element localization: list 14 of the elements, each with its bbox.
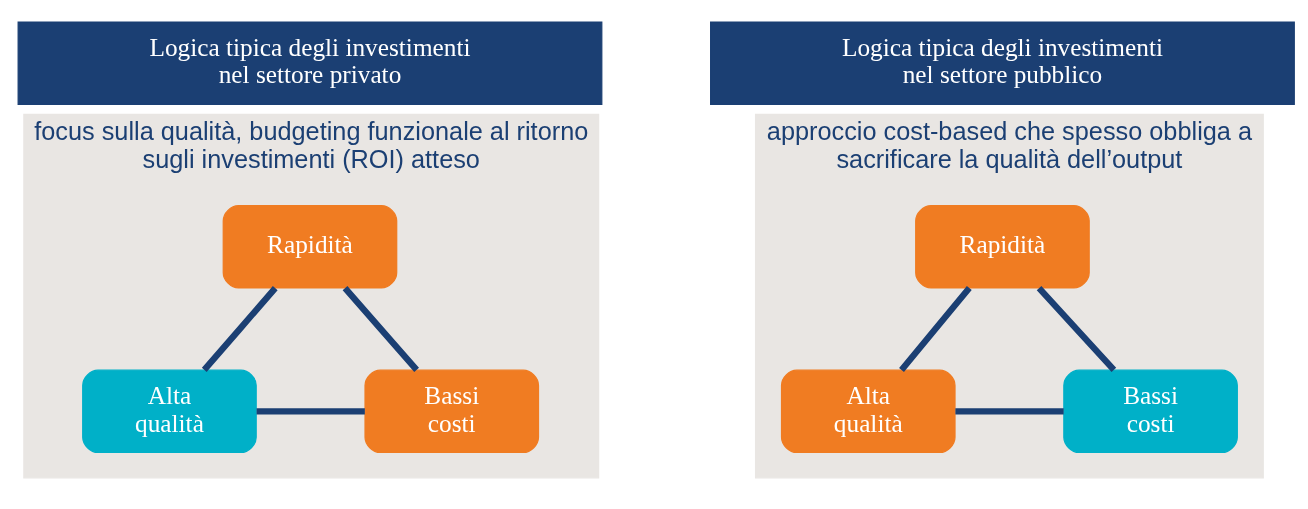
connector (1036, 285, 1117, 372)
node-box: Rapidità (915, 204, 1090, 289)
node-box: Rapidità (222, 204, 398, 289)
connector (899, 285, 972, 372)
connector (955, 407, 1064, 414)
node-box: Bassi costi (364, 369, 540, 453)
node-box: Logica tipica degli investimenti nel settore privato (17, 20, 603, 105)
node-box: Alta qualità (82, 369, 257, 453)
node-box: Alta qualità (780, 369, 956, 453)
connector (342, 285, 419, 372)
node-box: Bassi costi (1063, 369, 1238, 453)
connector (201, 285, 278, 372)
connector (256, 407, 365, 414)
node-box: Logica tipica degli investimenti nel settore pubblico (710, 20, 1295, 105)
